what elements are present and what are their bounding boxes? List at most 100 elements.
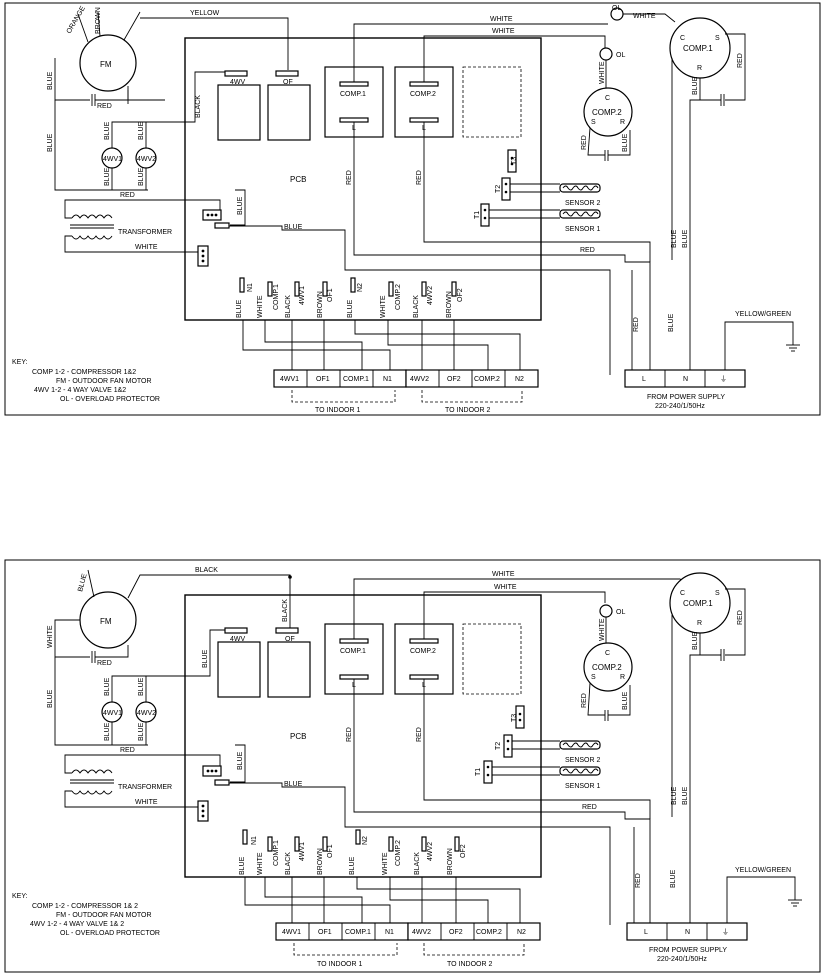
wire-label-white: WHITE: [135, 799, 158, 806]
relay-terminal: [409, 117, 439, 123]
wire-label-red: RED: [635, 873, 642, 888]
wire: [123, 11, 141, 41]
power-supply-rating: 220-240/1/50Hz: [655, 403, 705, 410]
terminal-c: C: [680, 590, 685, 597]
pcb-pin: [388, 281, 394, 297]
wire: [127, 86, 165, 101]
wire-label-red: RED: [737, 610, 744, 625]
wire-label-black: BLACK: [285, 295, 292, 318]
fan-motor-label: FM: [100, 60, 112, 69]
overload-protector: [599, 604, 613, 618]
pin-label: 4WV2: [427, 286, 434, 305]
diagram-frame: [4, 559, 821, 973]
terminal-s: S: [591, 119, 596, 126]
power-supply-label: FROM POWER SUPPLY: [647, 394, 725, 401]
terminal-label: N2: [517, 929, 526, 936]
sensor-wire: [512, 740, 560, 750]
wire-label-white: WHITE: [257, 852, 264, 875]
diagram-frame: [4, 2, 821, 416]
power-terminal-n: N: [683, 376, 688, 383]
relay-terminal: [224, 627, 248, 634]
key-line: FM - OUTDOOR FAN MOTOR: [56, 378, 152, 385]
wire-black: [111, 71, 225, 148]
wire-white: [623, 13, 676, 23]
wire-label-red: RED: [346, 170, 353, 185]
wire-label-red: RED: [346, 727, 353, 742]
wire-yellow-green: [724, 321, 794, 370]
wire-label-red: RED: [416, 727, 423, 742]
wire-label-blue: BLUE: [671, 229, 678, 248]
wire-label-blue: BLUE: [237, 196, 244, 215]
wire-label-black: BLACK: [282, 599, 289, 622]
key-legend: KEY: COMP 1-2 - COMPRESSOR 1& 2 FM - OUT…: [12, 893, 160, 937]
wire-label-black: BLACK: [195, 567, 218, 574]
wire-label-blue: BLUE: [138, 121, 145, 140]
wire-red: [725, 33, 746, 101]
wire-label-blue: BLUE: [670, 869, 677, 888]
wire-label-white: WHITE: [492, 28, 515, 35]
ol-label: OL: [612, 5, 621, 12]
wire-white: [353, 23, 608, 82]
wire-label-blue: BLUE: [671, 786, 678, 805]
t2-label: T2: [495, 185, 502, 193]
connector-t2: [501, 177, 511, 201]
wire-label-blue: BLUE: [104, 677, 111, 696]
t1-label: T1: [474, 211, 481, 219]
ol-label: OL: [616, 609, 625, 616]
diagram-1: PCB FM ORANGE BROWN YELLOW RED BLUE BLUE…: [4, 2, 821, 416]
wire-white: [423, 591, 606, 639]
to-indoor-1: TO INDOOR 1: [315, 407, 360, 414]
wire-white: [64, 790, 200, 808]
pin-label: COMP.2: [395, 284, 402, 310]
key-line: OL - OVERLOAD PROTECTOR: [60, 930, 160, 937]
key-line: 4WV 1-2 - 4 WAY VALVE 1& 2: [30, 921, 124, 928]
pin-label: COMP.1: [273, 840, 280, 866]
sensor-wire: [489, 209, 560, 219]
terminal-label: COMP.2: [474, 376, 500, 383]
wire-label-blue: BLUE: [236, 299, 243, 318]
ol-label: OL: [616, 52, 625, 59]
terminal-s: S: [591, 674, 596, 681]
wire-blue: [689, 654, 700, 925]
wire-label-red: RED: [582, 804, 597, 811]
terminal-c: C: [605, 95, 610, 102]
indoor-2-bracket: [423, 943, 525, 956]
transformer-coil: [71, 790, 113, 795]
wire-label-white: WHITE: [492, 571, 515, 578]
fan-motor: [79, 34, 137, 92]
pin-label: N2: [362, 836, 369, 845]
sensor-1: [559, 209, 601, 219]
wire-label-white: WHITE: [633, 13, 656, 20]
terminal-c: C: [605, 650, 610, 657]
relay-terminal: [339, 117, 369, 123]
wire-label-brown: BROWN: [95, 7, 102, 34]
wire-red: [64, 754, 221, 774]
pin-label: 4WV1: [299, 842, 306, 861]
terminal-r: R: [620, 119, 625, 126]
connector-t3: [515, 705, 525, 729]
sensor-1-label: SENSOR 1: [565, 226, 601, 233]
power-supply-rating: 220-240/1/50Hz: [657, 956, 707, 963]
indoor-1-bracket: [293, 943, 398, 956]
wire-label-white: WHITE: [135, 244, 158, 251]
relay-terminal: [339, 674, 369, 680]
wire-label-blue: BLUE: [237, 751, 244, 770]
wire-blue: [54, 657, 148, 746]
wire: [354, 320, 521, 370]
relay-terminal: [339, 638, 369, 644]
power-terminal-block: [624, 369, 746, 388]
wire-label-blue: BLUE: [47, 133, 54, 152]
power-terminal-ground: ⏚: [722, 928, 729, 936]
wire-red: [587, 127, 605, 156]
terminal-label: COMP.2: [476, 929, 502, 936]
t3-label: T3: [511, 714, 518, 722]
terminal-label: 4WV1: [282, 929, 301, 936]
sensor-coil: [562, 768, 599, 774]
relay-of-label: OF: [285, 636, 295, 643]
wire: [356, 877, 521, 923]
wire-label-black: BLACK: [195, 95, 202, 118]
relay-of: [267, 641, 311, 698]
transformer-label: TRANSFORMER: [118, 784, 172, 791]
wire-blue: [608, 130, 631, 156]
t2-label: T2: [495, 742, 502, 750]
